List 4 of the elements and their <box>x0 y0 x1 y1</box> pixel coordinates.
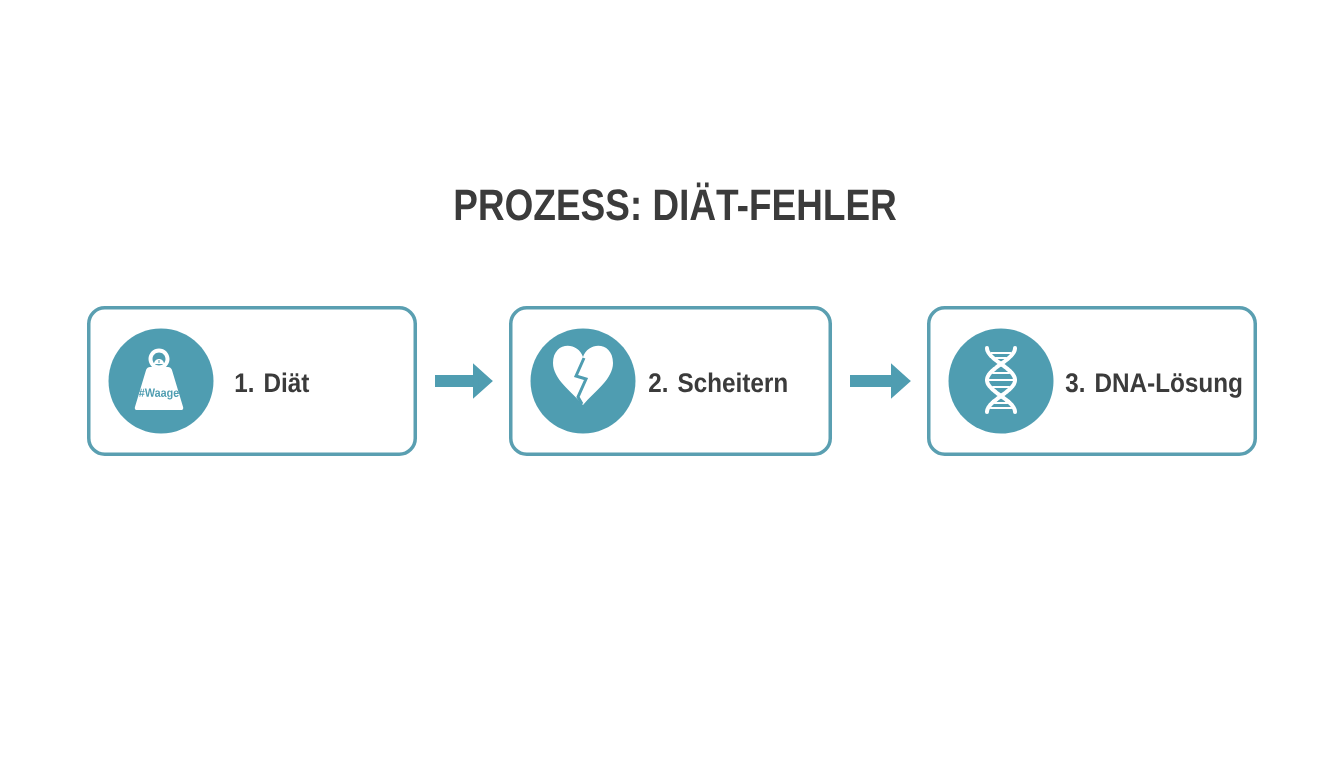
process-box: 3. DNA-Lösung <box>927 306 1257 456</box>
title: PROZESS: DIÄT-FEHLER <box>455 182 897 221</box>
icon-text: #Waage <box>139 388 179 400</box>
process-box: 2. Scheitern <box>509 306 832 456</box>
